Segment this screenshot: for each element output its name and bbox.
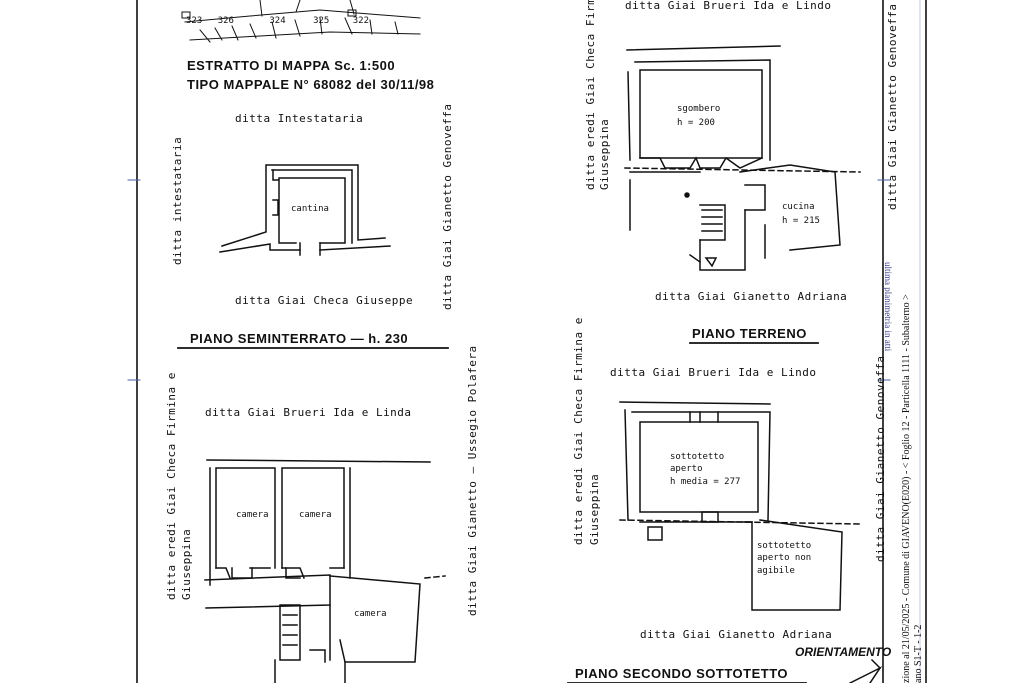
parcel-326: 326 [217, 16, 234, 26]
parcel-325: 325 [313, 16, 330, 26]
second-bottom-owner: ditta Giai Gianetto Adriana [640, 628, 833, 641]
title-underlines [177, 342, 819, 683]
room-sottotetto-aperto: sottotetto [670, 452, 725, 462]
first-right-owner: ditta Giai Gianetto — Ussegio Polafera [466, 345, 479, 616]
orientation-label: ORIENTAMENTO [795, 645, 892, 659]
first-left-owner-1: ditta eredi Giai Checa Firmina e [165, 372, 178, 600]
ground-left-owner-2: Giuseppina [598, 118, 611, 190]
ground-top-owner: ditta Giai Brueri Ida e Lindo [625, 0, 832, 12]
parcel-324: 324 [269, 16, 286, 26]
room-camera-3: camera [354, 609, 387, 619]
parcel-numbers: 323 326 324 325 322 [186, 16, 369, 26]
parcel-322: 322 [352, 16, 370, 26]
room-sgombero-height: h = 200 [677, 118, 715, 128]
room-camera-2: camera [299, 510, 332, 520]
first-floor-plan [204, 459, 446, 683]
first-left-owner-2: Giuseppina [180, 528, 193, 600]
map-extract-reference: TIPO MAPPALE N° 68082 del 30/11/98 [187, 77, 435, 92]
room-cantina: cantina [291, 204, 329, 214]
room-sottotetto-aperto-2: aperto [670, 464, 703, 474]
margin-stamp-1: ultima planimetria in atti [883, 262, 893, 352]
basement-top-owner: ditta Intestataria [235, 112, 364, 125]
room-sottotetto-non-agibile: sottotetto [757, 541, 812, 551]
room-sottotetto-height: h media = 277 [670, 477, 741, 487]
ground-title: PIANO TERRENO [692, 326, 807, 341]
north-arrow [848, 658, 883, 683]
margin-stamp-3: ano S1-T - 1-2 [913, 624, 924, 683]
room-cucina-height: h = 215 [782, 216, 820, 226]
basement-right-owner: ditta Giai Gianetto Genoveffa [441, 103, 454, 310]
room-sottotetto-non-agibile-2: aperto non [757, 553, 812, 563]
room-cucina: cucina [782, 202, 815, 212]
parcel-323: 323 [186, 16, 203, 26]
second-floor-plan [619, 401, 861, 611]
second-left-owner-1: ditta eredi Giai Checa Firmina e [572, 317, 585, 545]
map-extract-scale: ESTRATTO DI MAPPA Sc. 1:500 [187, 58, 396, 73]
border-ticks [127, 0, 921, 683]
ground-left-owner-1: ditta eredi Giai Checa Firmina e [584, 0, 597, 190]
basement-bottom-owner: ditta Giai Checa Giuseppe [235, 294, 414, 307]
second-title: PIANO SECONDO SOTTOTETTO [575, 666, 789, 681]
ground-right-owner: ditta Giai Gianetto Genoveffa [886, 3, 899, 210]
room-camera-1: camera [236, 510, 269, 520]
room-sgombero: sgombero [677, 104, 721, 114]
sheet-border [136, 0, 927, 683]
basement-title: PIANO SEMINTERRATO — h. 230 [190, 331, 409, 346]
basement-plan [219, 164, 391, 256]
first-top-owner: ditta Giai Brueri Ida e Linda [205, 406, 412, 419]
second-right-owner: ditta Giai Gianetto Genoveffa [874, 355, 887, 562]
margin-stamp-2: zione al 21/05/2025 - Comune di GIAVENO(… [901, 294, 912, 683]
room-sottotetto-non-agibile-3: agibile [757, 566, 795, 576]
map-extract [181, 0, 421, 43]
ground-bottom-owner: ditta Giai Gianetto Adriana [655, 290, 848, 303]
ground-floor-plan [624, 45, 861, 271]
second-top-owner: ditta Giai Brueri Ida e Lindo [610, 366, 817, 379]
second-left-owner-2: Giuseppina [588, 473, 601, 545]
basement-left-owner: ditta intestataria [171, 136, 184, 265]
